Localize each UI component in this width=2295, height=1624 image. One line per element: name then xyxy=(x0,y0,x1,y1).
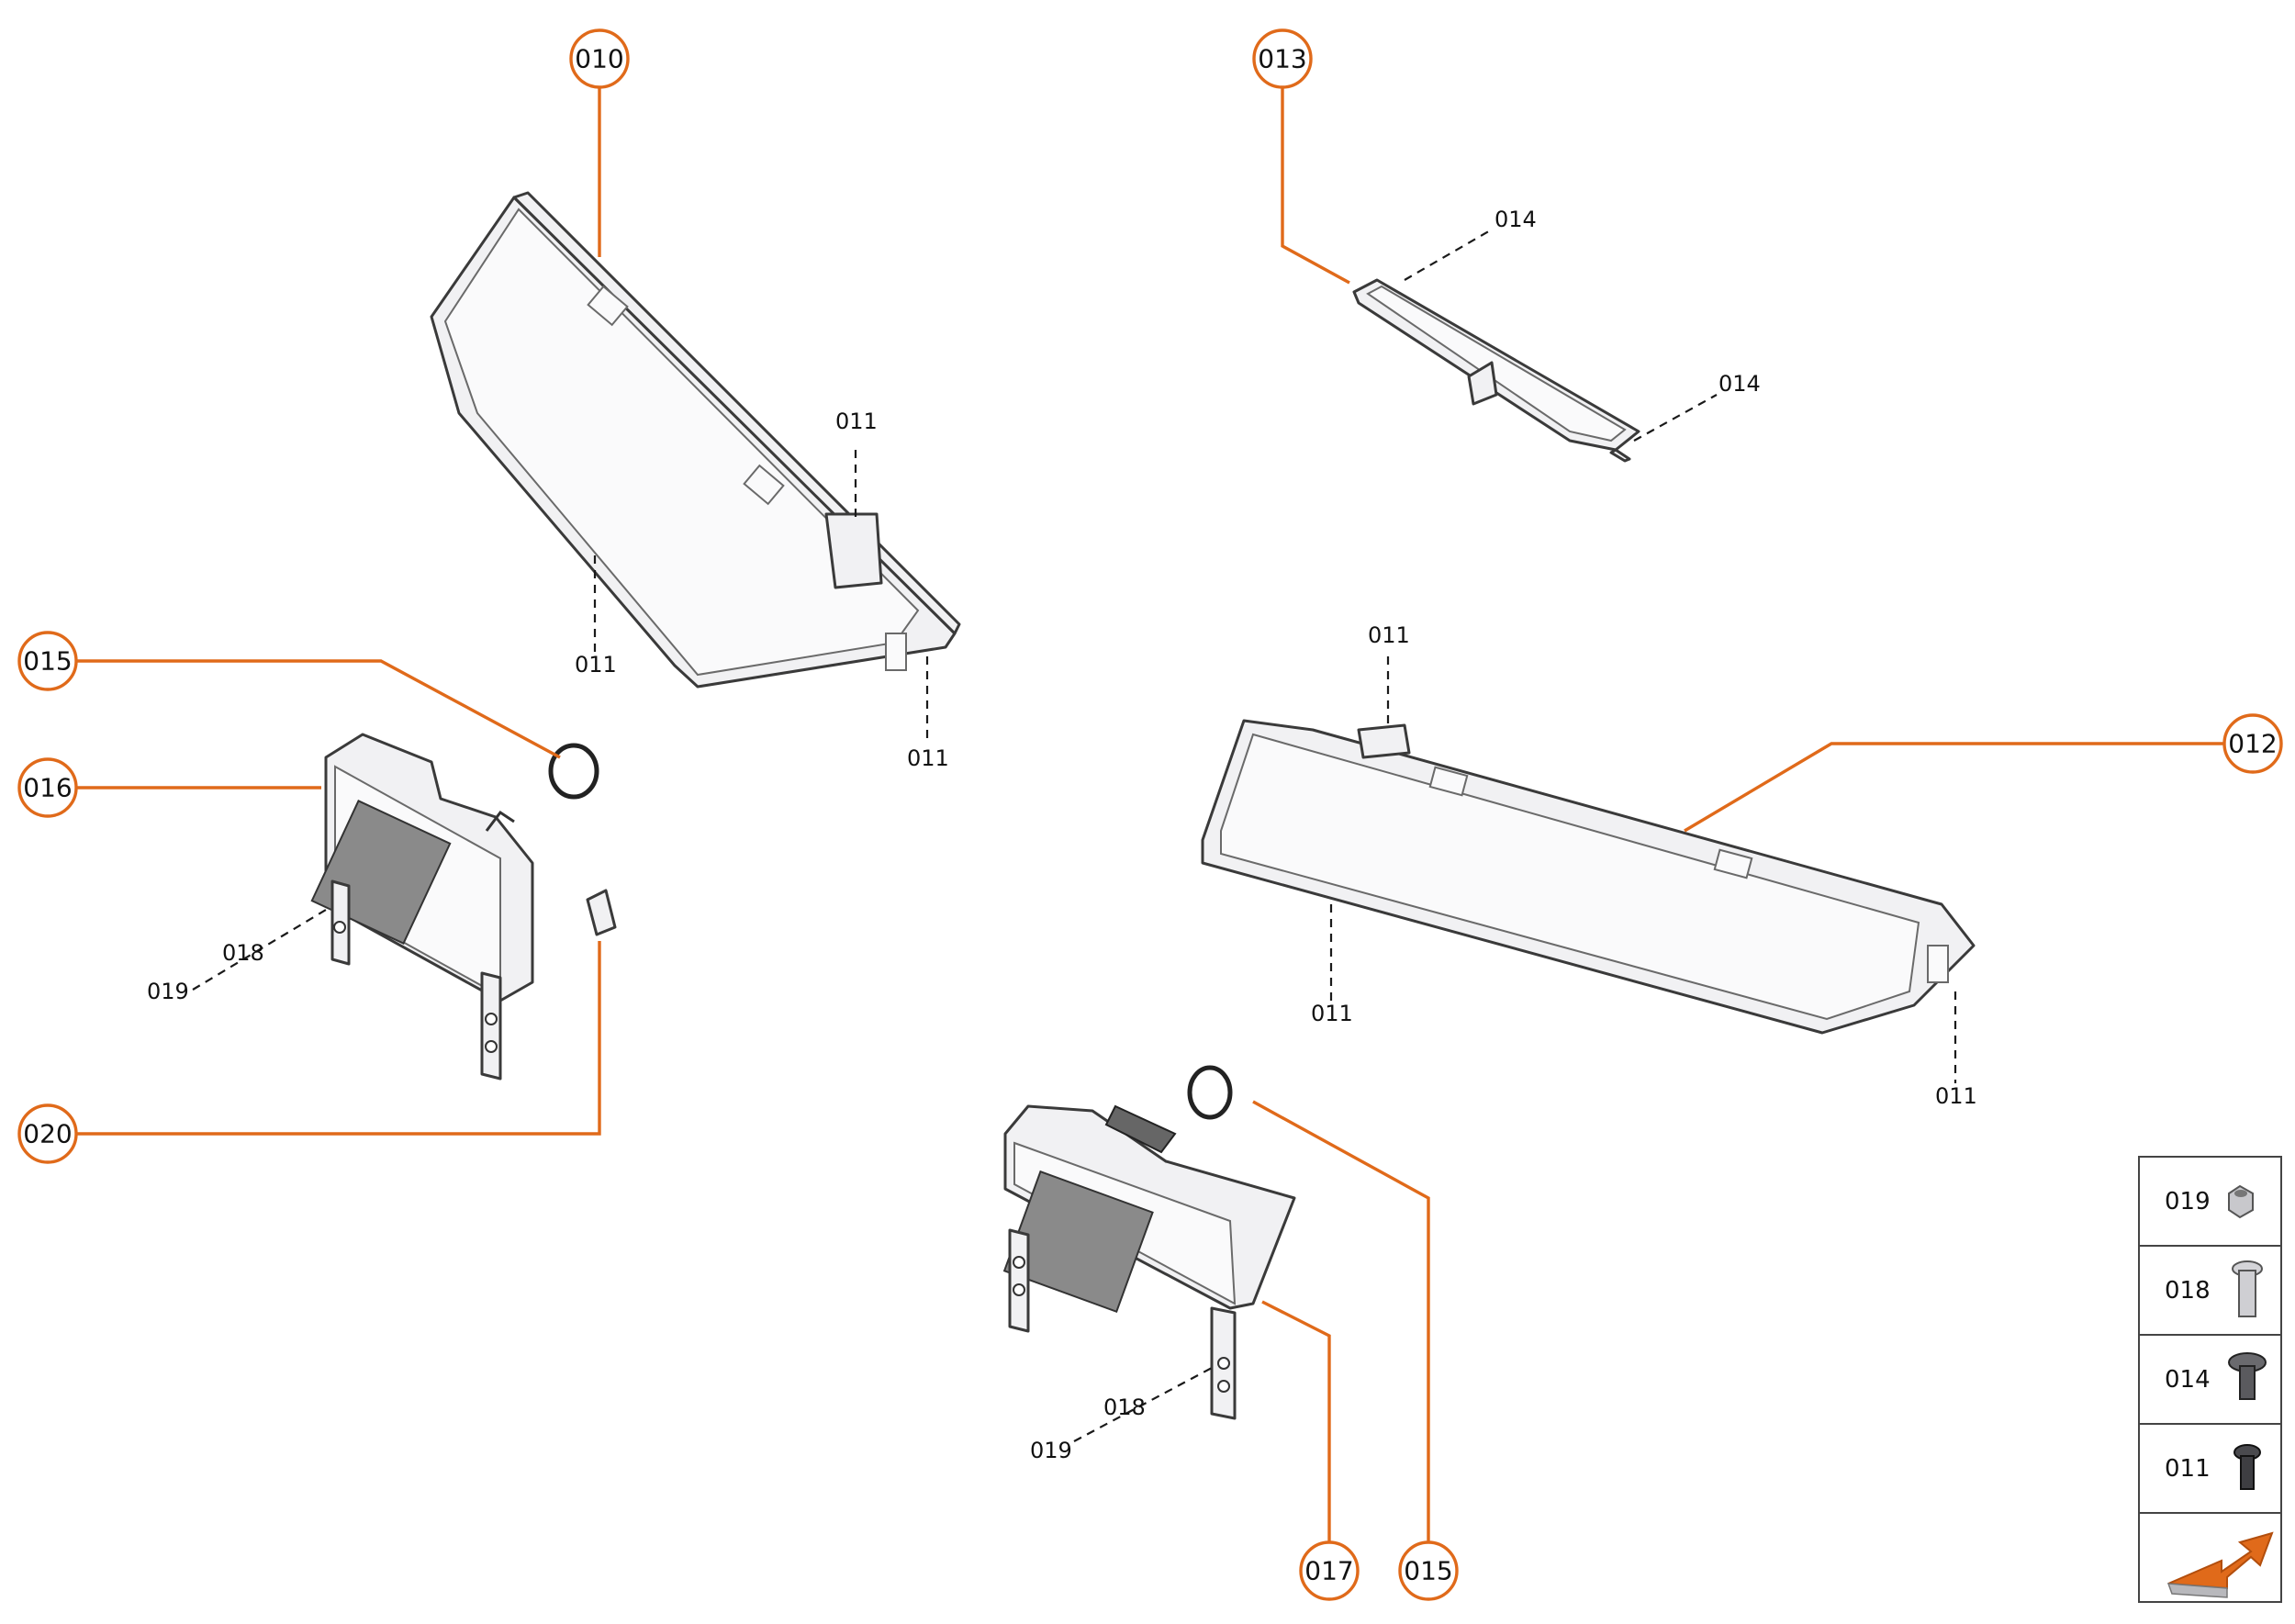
key-row-019: 019 xyxy=(2165,1184,2254,1219)
callout-020[interactable]: 020 xyxy=(17,1103,78,1164)
callout-012[interactable]: 012 xyxy=(2222,713,2283,774)
ref-011-left-012: 011 xyxy=(1311,1001,1353,1026)
callout-015-lower[interactable]: 015 xyxy=(1398,1540,1459,1601)
ref-018-center: 018 xyxy=(1103,1394,1146,1420)
callout-015-upper-label: 015 xyxy=(23,646,72,677)
key-row-011: 011 xyxy=(2165,1444,2261,1490)
dash-014-lower xyxy=(1633,394,1718,442)
fastener-key-table: 019 018 014 011 xyxy=(2138,1156,2282,1603)
dash-018-019-center xyxy=(1073,1367,1213,1442)
part-015-clip-ring-lower xyxy=(1187,1065,1233,1120)
forward-arrow-icon[interactable] xyxy=(2166,1531,2274,1598)
part-010-lamp-upper-left xyxy=(430,191,961,689)
callout-015-lower-label: 015 xyxy=(1404,1556,1452,1586)
leader-lines xyxy=(77,87,2224,1542)
callout-012-label: 012 xyxy=(2228,729,2277,759)
dashed-ref-lines xyxy=(192,229,1957,1442)
reference-numbers: 014 014 011 011 011 011 011 011 018 019 … xyxy=(147,207,1977,1463)
key-row-011-label: 011 xyxy=(2165,1455,2211,1483)
key-row-019-label: 019 xyxy=(2165,1188,2211,1215)
ref-011-right-010: 011 xyxy=(907,745,949,771)
leader-017 xyxy=(1261,1300,1331,1542)
leader-015a xyxy=(77,659,561,759)
callout-017[interactable]: 017 xyxy=(1299,1540,1360,1601)
ref-014-lower: 014 xyxy=(1718,371,1761,397)
key-row-018: 018 xyxy=(2165,1260,2263,1317)
leader-012 xyxy=(1684,742,2224,833)
callout-013[interactable]: 013 xyxy=(1252,28,1313,89)
part-020-connector-clip xyxy=(586,889,617,936)
hex-nut-icon xyxy=(2228,1184,2254,1219)
callout-013-label: 013 xyxy=(1258,44,1306,74)
part-013-lamp-small xyxy=(1352,278,1640,463)
callout-010[interactable]: 010 xyxy=(569,28,630,89)
ref-011-left-010: 011 xyxy=(575,652,617,678)
callout-016[interactable]: 016 xyxy=(17,757,78,818)
key-row-014-label: 014 xyxy=(2165,1366,2211,1394)
callout-010-label: 010 xyxy=(575,44,623,74)
leader-015b xyxy=(1252,1100,1430,1542)
screw-dark-icon xyxy=(2233,1444,2261,1490)
callout-020-label: 020 xyxy=(23,1119,72,1149)
callout-015-upper[interactable]: 015 xyxy=(17,631,78,691)
bolt-light-icon xyxy=(2232,1260,2263,1317)
part-012-lamp-large xyxy=(1201,719,1976,1035)
bolt-dark-icon xyxy=(2228,1352,2267,1400)
ref-011-top-012: 011 xyxy=(1368,622,1410,648)
ref-011-right-012: 011 xyxy=(1935,1083,1977,1109)
ref-019-center: 019 xyxy=(1030,1438,1072,1463)
ref-011-top-010: 011 xyxy=(835,409,878,434)
ref-018-left: 018 xyxy=(222,940,264,966)
part-015-clip-ring-upper xyxy=(548,743,599,800)
leader-013 xyxy=(1281,87,1350,285)
callouts: 010 013 012 015 016 020 017 015 xyxy=(17,28,2283,1601)
callout-016-label: 016 xyxy=(23,773,72,803)
key-row-014: 014 xyxy=(2165,1352,2267,1400)
dash-014-upper xyxy=(1404,229,1493,281)
key-row-018-label: 018 xyxy=(2165,1277,2211,1305)
callout-017-label: 017 xyxy=(1304,1556,1353,1586)
ref-019-left: 019 xyxy=(147,979,189,1004)
part-017-bracket-module xyxy=(1002,1104,1296,1420)
ref-014-upper: 014 xyxy=(1495,207,1537,232)
dash-018-019-left xyxy=(192,906,331,991)
leader-020 xyxy=(77,941,601,1136)
part-016-bracket-module xyxy=(310,733,534,1081)
